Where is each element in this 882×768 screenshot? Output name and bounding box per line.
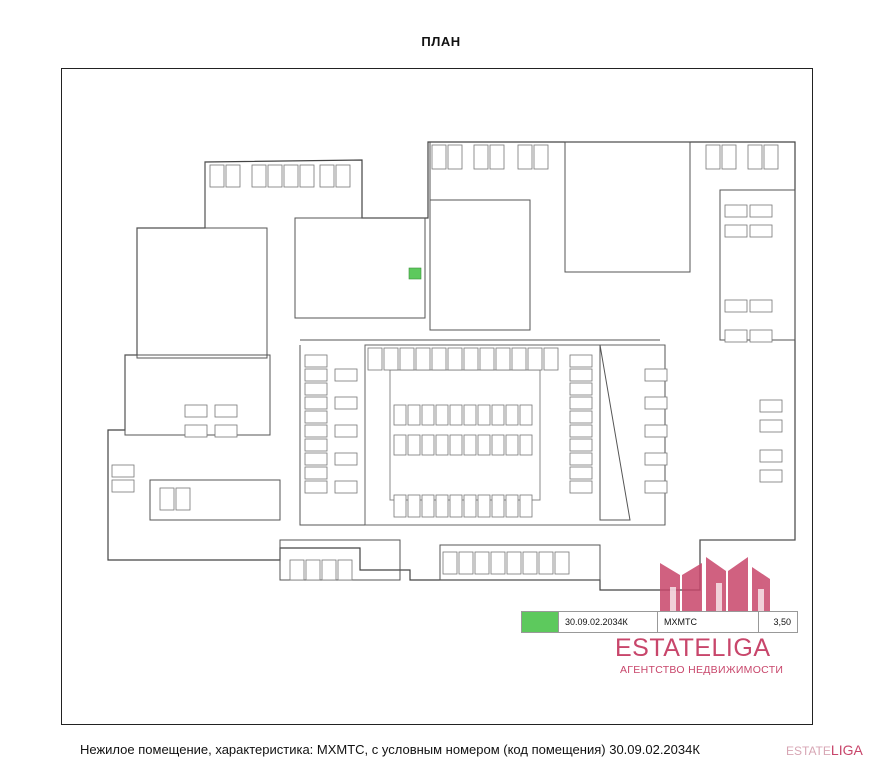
watermark-part-b: LIGA (830, 742, 863, 758)
legend-characteristic: МХМТС (658, 612, 759, 632)
stalls-far-right (724, 204, 783, 483)
legend-area: 3,50 (773, 617, 791, 627)
stalls-bottom (289, 551, 570, 581)
stalls-inner-rows (393, 404, 533, 518)
legend-table: 30.09.02.2034К МХМТС 3,50 (521, 611, 798, 633)
estateliga-logo-icon (660, 557, 770, 613)
stalls-right-column (569, 354, 668, 494)
brand-tagline: АГЕНТСТВО НЕДВИЖИМОСТИ (620, 664, 784, 676)
watermark-part-a: ESTATE (786, 744, 831, 758)
page-title: ПЛАН (421, 34, 461, 49)
stalls-top-left (209, 164, 351, 188)
document-caption: Нежилое помещение, характеристика: МХМТС… (80, 742, 700, 757)
stalls-left-column (304, 354, 358, 494)
stalls-central-top (367, 347, 559, 371)
legend-color-swatch (522, 612, 559, 632)
brand-name: ESTATELIGA (615, 634, 771, 662)
highlighted-unit (408, 267, 422, 280)
stalls-left-lower (111, 404, 238, 511)
legend-code: 30.09.02.2034К (559, 612, 658, 632)
stalls-top-right (431, 144, 779, 170)
watermark: ESTATELIGA (786, 742, 863, 758)
